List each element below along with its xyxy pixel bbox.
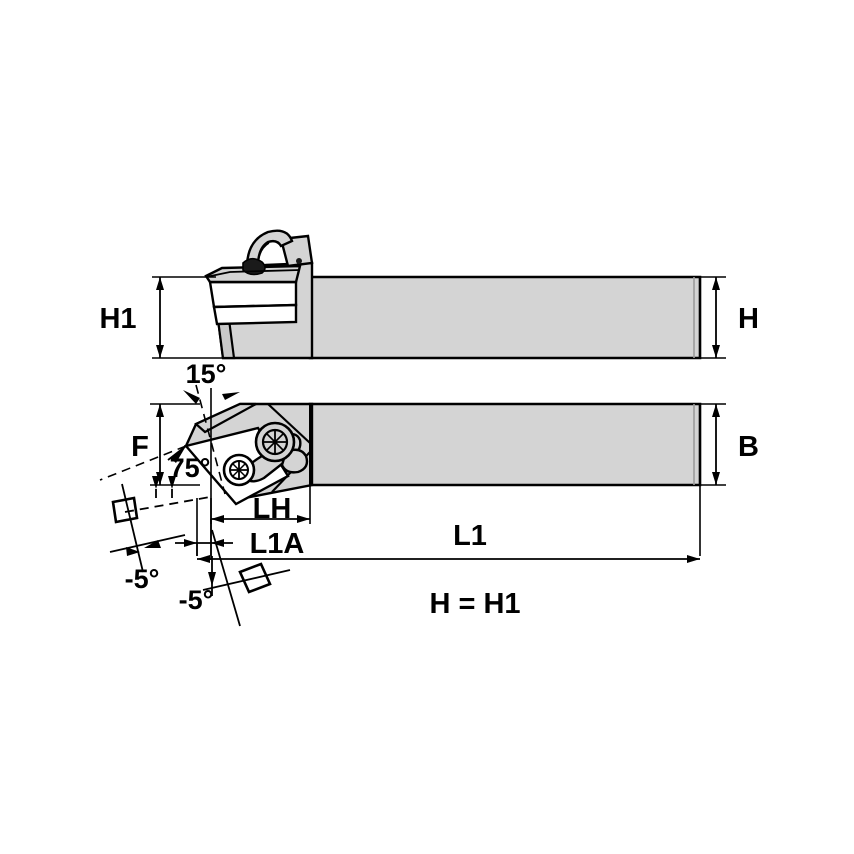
label-b: B xyxy=(738,431,759,463)
angle-neg5-left-leader xyxy=(109,534,186,553)
dimension-lh: LH xyxy=(210,485,311,525)
label-angle-neg5-left: -5° xyxy=(125,564,160,594)
angle-neg5-left-ref-line xyxy=(121,483,144,573)
angle-75-callout: 75° xyxy=(99,445,211,498)
b-arrow-top xyxy=(712,404,720,417)
side-view-clamp-screw xyxy=(296,258,302,264)
angle-75-ref-dashed xyxy=(99,445,187,481)
side-view-insert-lower xyxy=(212,303,298,326)
insert-symbol-left xyxy=(111,496,139,524)
side-view-topplate-detail xyxy=(205,269,301,278)
angle-15-arrow-left xyxy=(183,390,200,404)
label-lh: LH xyxy=(253,493,292,525)
lh-arrow-left xyxy=(211,515,224,523)
label-l1: L1 xyxy=(453,520,487,552)
angle-75-tick-arrow-a xyxy=(152,476,160,489)
l1a-arrow-outer-left xyxy=(184,539,197,547)
label-h1: H1 xyxy=(99,303,136,335)
label-angle-75: 75° xyxy=(170,453,211,483)
dimension-l1a: L1A xyxy=(175,498,304,560)
plan-view-shank-body xyxy=(308,402,702,487)
side-view-shank-body xyxy=(308,275,702,360)
angle-neg5-left-arrow-a xyxy=(126,547,140,556)
f-arrow-bottom xyxy=(156,472,164,485)
dimension-h1: H1 xyxy=(99,276,226,359)
dimension-h: H xyxy=(700,276,759,359)
l1a-arrow-outer-right xyxy=(211,539,224,547)
label-l1a: L1A xyxy=(250,528,305,560)
angle-neg5-lower-datum xyxy=(202,569,291,591)
label-angle-15: 15° xyxy=(186,359,227,389)
angle-neg5-lower-ref-line xyxy=(211,529,241,627)
note-h-equals-h1: H = H1 xyxy=(429,588,520,620)
angle-neg5-lower-arrow xyxy=(208,572,216,586)
dimension-f: F xyxy=(131,403,200,486)
l1-arrow-right xyxy=(687,555,700,563)
dimension-b: B xyxy=(700,403,759,486)
h-arrow-top xyxy=(712,277,720,290)
label-angle-neg5-lower: -5° xyxy=(179,585,214,615)
plan-view-insert-screw xyxy=(222,453,256,487)
h-arrow-bottom xyxy=(712,345,720,358)
angle-15-construction-line xyxy=(195,384,226,495)
plan-view-clamp-screw xyxy=(254,421,296,463)
angle-75-leader xyxy=(167,445,187,461)
h1-arrow-bottom xyxy=(156,345,164,358)
angle-15-arrow-right xyxy=(222,392,240,400)
angle-neg5-left-arrow-b xyxy=(144,540,161,548)
lh-arrow-right xyxy=(297,515,310,523)
label-f: F xyxy=(131,431,149,463)
plan-view xyxy=(183,402,702,506)
f-arrow-top xyxy=(156,404,164,417)
h1-arrow-top xyxy=(156,277,164,290)
side-view xyxy=(204,229,702,360)
label-h: H xyxy=(738,303,759,335)
angle-neg5-lower-callout: -5° xyxy=(179,529,291,627)
l1-arrow-left xyxy=(197,555,210,563)
angle-neg5-left-callout: -5° xyxy=(109,483,211,594)
b-arrow-bottom xyxy=(712,472,720,485)
dimension-l1: L1 xyxy=(196,485,701,563)
side-view-insert-body xyxy=(208,280,298,309)
angle-75-tick-arrow-b xyxy=(168,476,176,489)
plan-view-head-chamfer-line-top xyxy=(267,403,311,444)
